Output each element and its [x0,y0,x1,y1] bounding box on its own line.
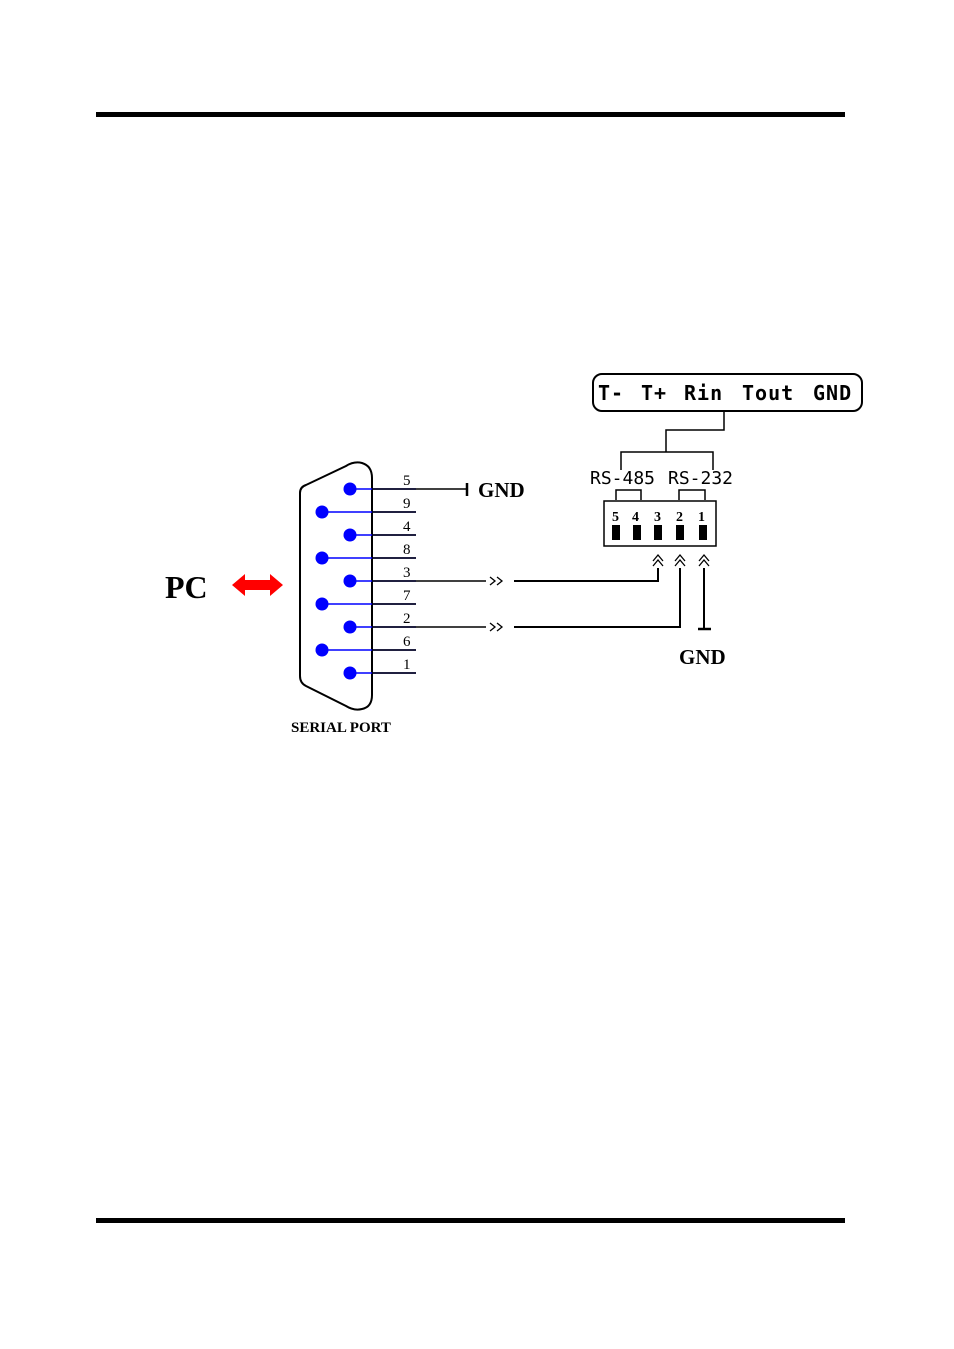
terminal-label: GND [813,381,852,405]
pin3-to-connector-wire [514,568,658,581]
connector-pin-number: 2 [676,510,683,525]
connector-pin [699,525,707,540]
wire-break-icon [490,623,502,631]
chevron-up-icon [699,555,709,566]
pin2-to-connector-wire [514,568,680,627]
terminal-labels: T- T+ Rin Tout GND [598,381,852,405]
connector-pin [654,525,662,540]
db9-pin-number: 5 [403,473,411,489]
connector-pins [612,525,707,540]
terminal-label: T+ [641,381,667,405]
db9-pin-number: 3 [403,565,411,581]
pc-label: PC [165,569,208,605]
device-gnd-label: GND [679,645,726,669]
db9-pin-number: 4 [403,519,411,535]
double-arrow-icon [232,574,283,596]
db9-pin-number: 1 [403,657,411,673]
connector-pin-number: 1 [698,510,705,525]
connector-pin-number: 3 [654,510,661,525]
terminal-label: T- [598,381,624,405]
db9-pin-number: 6 [403,634,411,650]
connector-pin-number: 4 [632,510,639,525]
db9-pin-numbers: 5 9 4 8 3 7 2 6 1 [403,473,411,673]
connector-pin [676,525,684,540]
db9-pin-lines [322,489,416,673]
db9-pin-number: 7 [403,588,411,604]
connector-pin-numbers: 5 4 3 2 1 [612,510,705,525]
terminal-label: Tout [742,381,794,405]
connector-pin [633,525,641,540]
db9-pin-number: 8 [403,542,411,558]
wire-break-icon [490,577,502,585]
jumper-rs232 [679,490,705,500]
chevron-up-icon [653,555,663,566]
connector-pin [612,525,620,540]
rs232-label: RS-232 [668,468,733,489]
connector-pin-number: 5 [612,510,619,525]
db9-pin-number: 9 [403,496,411,512]
serial-port-caption: SERIAL PORT [291,720,391,736]
terminal-bracket [666,411,724,452]
serial-gnd-label: GND [478,478,525,502]
terminal-label: Rin [684,381,723,405]
chevron-up-icon [675,555,685,566]
rs485-label: RS-485 [590,468,655,489]
jumper-rs485 [616,490,641,500]
db9-pin-number: 2 [403,611,411,627]
